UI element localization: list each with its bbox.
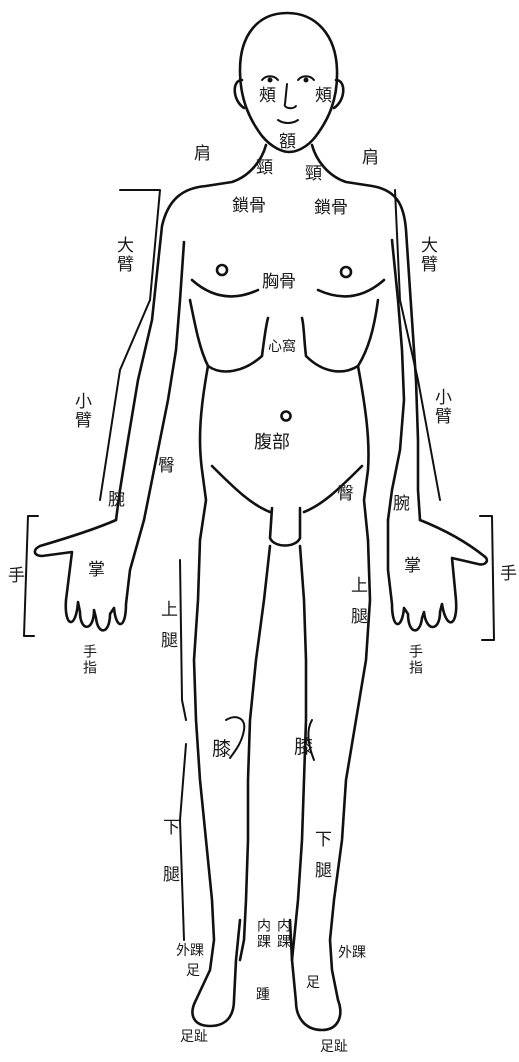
label-jian-left: 肩	[194, 146, 211, 163]
label-shou-left: 手	[8, 568, 25, 585]
right-ribcage	[302, 300, 378, 371]
label-xiaobi-left: 小臂	[72, 392, 89, 430]
label-xi-left: 膝	[212, 740, 231, 759]
right-pectoral	[318, 280, 384, 296]
label-wan-right: 腕	[393, 496, 410, 513]
left-leg-inner	[240, 546, 270, 960]
left-pectoral	[192, 280, 258, 296]
label-shangtui-right: 上腿	[348, 576, 365, 638]
label-zuzhi-left: 足趾	[180, 1030, 208, 1044]
label-shouzhi-left: 手指	[82, 644, 96, 676]
left-hip	[200, 366, 208, 540]
left-groin	[212, 466, 270, 512]
label-xionggu: 胸骨	[262, 274, 296, 291]
label-jia-right: 頰	[312, 86, 329, 105]
label-shangtui-left: 上腿	[158, 600, 175, 662]
label-tun-left: 臀	[158, 458, 175, 475]
label-e: 額	[279, 134, 296, 151]
label-shou-right: 手	[500, 566, 517, 583]
label-zuzhi-right: 足趾	[320, 1040, 348, 1054]
left-nipple	[217, 265, 227, 275]
label-waihuai-left: 外踝	[176, 944, 204, 958]
label-xinwo: 心窩	[268, 340, 296, 354]
label-xiaobi-right: 小臂	[432, 388, 449, 426]
label-jia-left: 頰	[256, 86, 273, 105]
bracket-left-hand	[24, 516, 38, 636]
label-jing-left: 頸	[256, 160, 273, 177]
label-wan-left: 腕	[108, 492, 125, 509]
bracket-right-hand	[480, 516, 494, 640]
label-xi-right: 膝	[294, 738, 313, 757]
mouth	[278, 120, 298, 123]
label-dabi-right: 大臂	[418, 236, 435, 274]
label-suogu-right: 鎖骨	[314, 200, 348, 217]
label-shouzhi-right: 手指	[408, 644, 422, 676]
label-zu-right: 足	[306, 976, 320, 990]
label-xiatui-right: 下腿	[312, 830, 329, 892]
label-xiatui-left: 下腿	[160, 818, 177, 912]
bracket-left-shin	[180, 744, 186, 940]
navel	[282, 412, 291, 421]
label-dabi-left: 大臂	[114, 236, 131, 274]
label-fubu: 腹部	[254, 434, 290, 452]
bracket-left-thigh	[180, 560, 186, 720]
label-zu-left: 足	[186, 964, 200, 978]
label-jing-right: 頸	[305, 166, 322, 183]
label-suogu-left: 鎖骨	[232, 198, 266, 215]
right-arm-inner	[388, 240, 404, 520]
label-neihuai-left: 内踝	[256, 918, 270, 950]
label-zhong: 踵	[256, 988, 270, 1002]
left-arm-inner	[144, 242, 184, 520]
label-neihuai-right: 内踝	[276, 918, 290, 950]
label-tun-right: 臀	[337, 486, 354, 503]
label-waihuai-right: 外踝	[338, 946, 366, 960]
nose	[285, 84, 296, 108]
label-jian-right: 肩	[362, 150, 379, 167]
label-zhang-left: 掌	[88, 562, 105, 579]
left-eye-pupil	[268, 78, 273, 83]
right-nipple	[341, 267, 351, 277]
right-hip	[358, 366, 369, 540]
right-eye-pupil	[304, 78, 309, 83]
left-ribcage	[190, 300, 268, 371]
right-hand	[388, 520, 487, 630]
label-zhang-right: 掌	[404, 558, 421, 575]
genital-outline	[270, 508, 300, 546]
